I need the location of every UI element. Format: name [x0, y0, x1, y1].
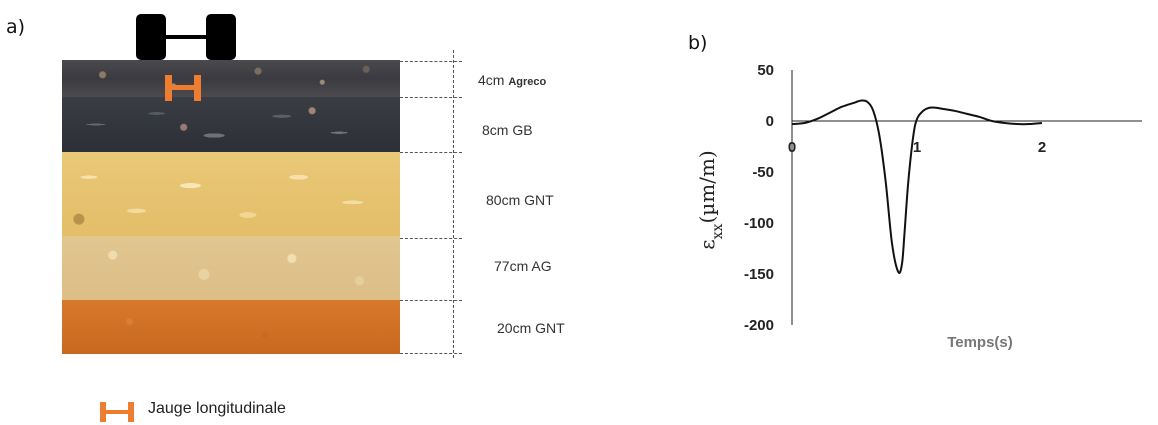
layer-gb — [62, 97, 400, 152]
layer-thickness: 77cm — [494, 258, 529, 274]
layer-label-2: 8cm GB — [482, 122, 533, 138]
y-tick-label: -150 — [744, 266, 774, 283]
boundary-line — [400, 353, 462, 354]
x-axis: 0 1 2 — [788, 120, 1142, 156]
layer-material: GNT — [535, 320, 565, 336]
strain-gauge-icon — [165, 75, 201, 101]
layer-label-1: 4cm Agreco — [478, 72, 546, 88]
layer-label-4: 77cm AG — [494, 258, 552, 274]
layer-thickness: 8cm — [482, 122, 509, 138]
x-axis-label: Temps(s) — [947, 334, 1013, 351]
right-wheel-icon — [206, 14, 236, 60]
y-tick-label: 50 — [757, 62, 774, 79]
layer-thickness: 20cm — [497, 320, 532, 336]
y-tick-label: -100 — [744, 215, 774, 232]
layer-ag — [62, 236, 400, 300]
layer-label-5: 20cm GNT — [497, 320, 565, 336]
layer-agreco — [62, 60, 400, 97]
y-label-unit: (µm/m) — [695, 150, 719, 223]
x-tick-label: 0 — [788, 139, 796, 156]
boundary-line — [400, 97, 462, 98]
y-tick-label: -200 — [744, 317, 774, 334]
y-label-main: ε — [695, 239, 719, 249]
y-label-sub: xx — [710, 223, 726, 239]
axle-icon — [166, 35, 206, 39]
layer-material: AG — [531, 258, 552, 274]
y-tick-label: -50 — [752, 164, 774, 181]
panel-a-label: a) — [6, 16, 26, 38]
boundary-line — [400, 152, 462, 153]
left-wheel-icon — [136, 14, 166, 60]
vertical-guide — [453, 50, 454, 358]
layer-material: Agreco — [508, 76, 547, 88]
boundary-line — [400, 300, 462, 301]
x-tick-label: 1 — [913, 139, 921, 156]
layer-material: GB — [512, 122, 533, 138]
series-line — [791, 99, 1043, 275]
legend-label: Jauge longitudinale — [148, 400, 286, 417]
y-tick-label: 0 — [766, 113, 774, 130]
series-group — [791, 99, 1043, 275]
layer-thickness: 80cm — [486, 192, 521, 208]
panel-b-label: b) — [688, 32, 708, 54]
boundary-line — [400, 238, 462, 239]
legend-gauge-icon — [100, 402, 134, 422]
y-axis: 50 0 -50 -100 -150 -200 — [744, 62, 793, 334]
layer-label-3: 80cm GNT — [486, 192, 554, 208]
layer-gnt-lower — [62, 300, 400, 354]
y-axis-label: εxx(µm/m) — [695, 150, 726, 249]
layer-thickness: 4cm — [478, 72, 505, 88]
layer-gnt-upper — [62, 152, 400, 236]
layer-material: GNT — [524, 192, 554, 208]
boundary-line — [400, 61, 462, 62]
x-tick-label: 2 — [1038, 139, 1046, 156]
